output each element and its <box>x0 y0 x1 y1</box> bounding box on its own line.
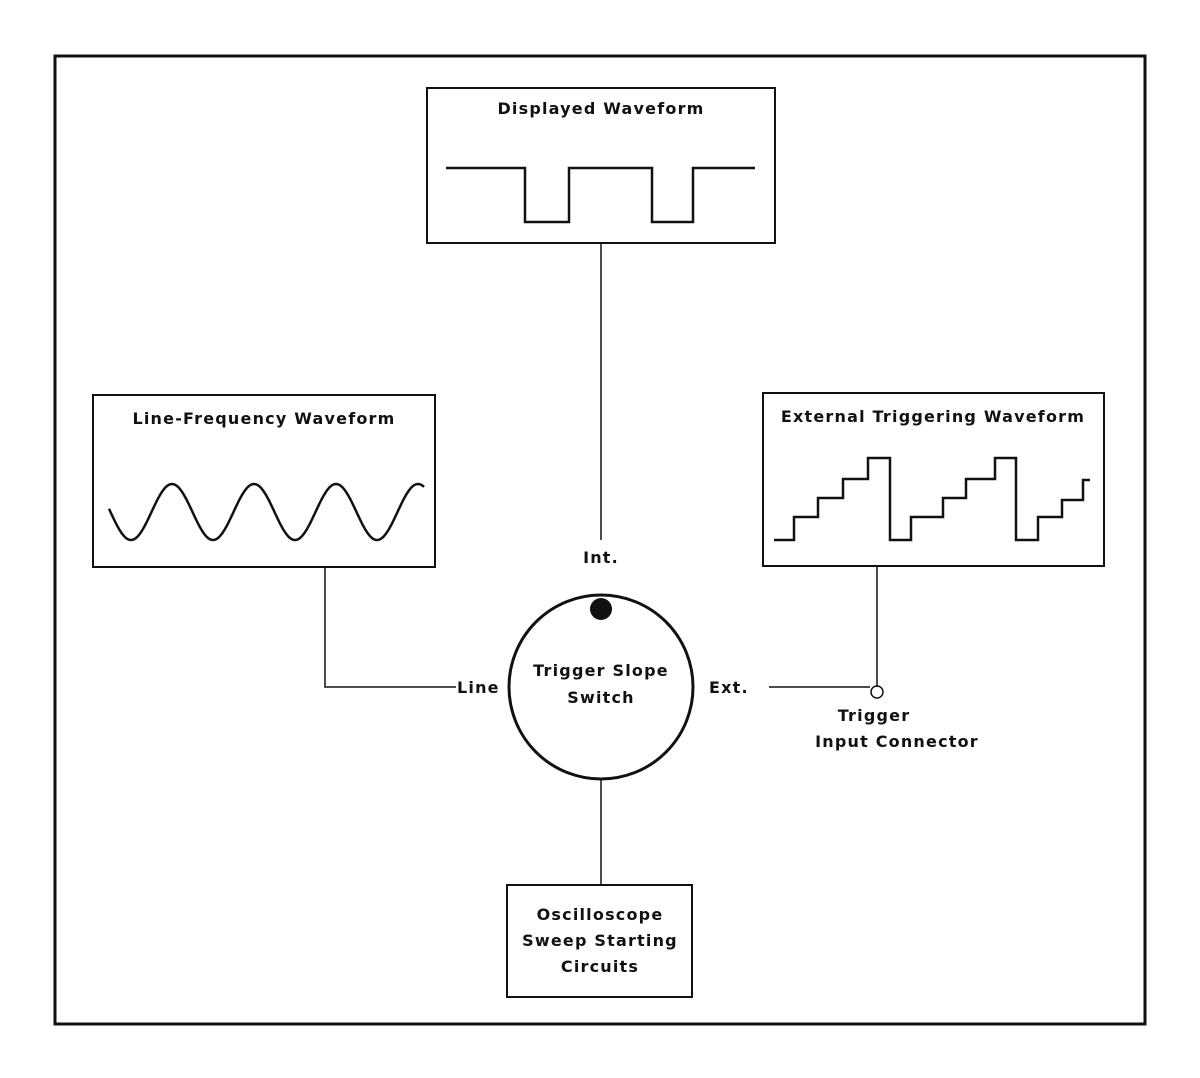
ext-position-label: Ext. <box>709 678 749 697</box>
trigger-input-connector[interactable]: Trigger Input Connector <box>815 685 979 751</box>
sweep-label-line1: Oscilloscope <box>537 905 664 924</box>
int-position-label: Int. <box>583 548 619 567</box>
staircase-waveform <box>774 456 1090 542</box>
switch-title-line1: Trigger Slope <box>533 661 669 680</box>
connector-icon <box>870 685 884 699</box>
sweep-starting-circuits-box: Oscilloscope Sweep Starting Circuits <box>506 884 693 998</box>
switch-title-line2: Switch <box>567 688 635 707</box>
displayed-waveform-box: Displayed Waveform <box>426 87 776 244</box>
sweep-label-line3: Circuits <box>561 957 639 976</box>
line-position-label: Line <box>457 678 500 697</box>
outer-frame <box>53 54 1147 1026</box>
sine-waveform <box>107 482 425 542</box>
external-triggering-waveform-title: External Triggering Waveform <box>781 407 1085 426</box>
trigger-slope-switch[interactable]: Trigger Slope Switch <box>507 593 695 781</box>
line-frequency-waveform-title: Line-Frequency Waveform <box>132 409 395 428</box>
connector-label-line2: Input Connector <box>815 732 979 751</box>
square-waveform <box>446 166 755 224</box>
sweep-label-line2: Sweep Starting <box>522 931 678 950</box>
line-frequency-waveform-box: Line-Frequency Waveform <box>92 394 436 568</box>
line-connection-line <box>324 567 456 688</box>
displayed-waveform-title: Displayed Waveform <box>497 99 704 118</box>
external-triggering-waveform-box: External Triggering Waveform <box>762 392 1105 567</box>
switch-indicator-dot <box>590 598 612 620</box>
connector-label-line1: Trigger <box>838 706 911 725</box>
